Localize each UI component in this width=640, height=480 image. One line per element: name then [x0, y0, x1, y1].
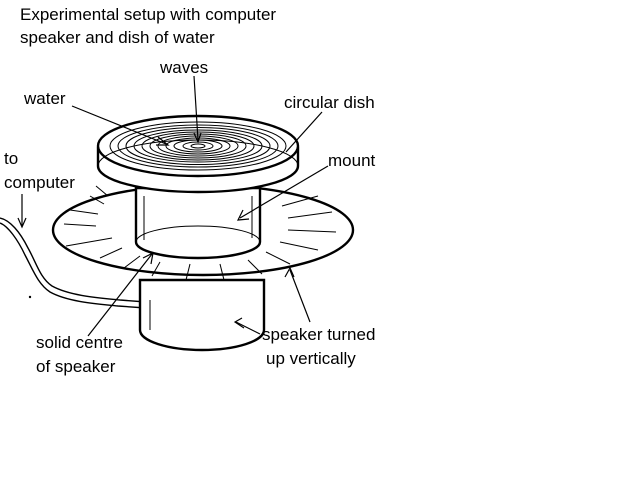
mount-label: mount: [328, 151, 376, 170]
speaker-base-cylinder: [138, 278, 266, 352]
water-label: water: [23, 89, 66, 108]
computer-cable: [0, 217, 147, 309]
solid-centre-label-line-2: of speaker: [36, 357, 116, 376]
cone-ribs: [63, 185, 337, 281]
title-line-1: Experimental setup with computer: [20, 5, 276, 24]
title-line-2: speaker and dish of water: [20, 28, 215, 47]
waves-label: waves: [159, 58, 208, 77]
speaker-neck-cylinder: [134, 186, 262, 260]
to-computer-label-line-2: computer: [4, 173, 75, 192]
to-computer-label-line-1: to: [4, 149, 18, 168]
speaker-label-line-1: speaker turned: [262, 325, 375, 344]
solid-centre-label-line-1: solid centre: [36, 333, 123, 352]
circular-dish-label: circular dish: [284, 93, 375, 112]
speaker-label-line-2: up vertically: [266, 349, 356, 368]
leader-lines: [17, 75, 329, 337]
